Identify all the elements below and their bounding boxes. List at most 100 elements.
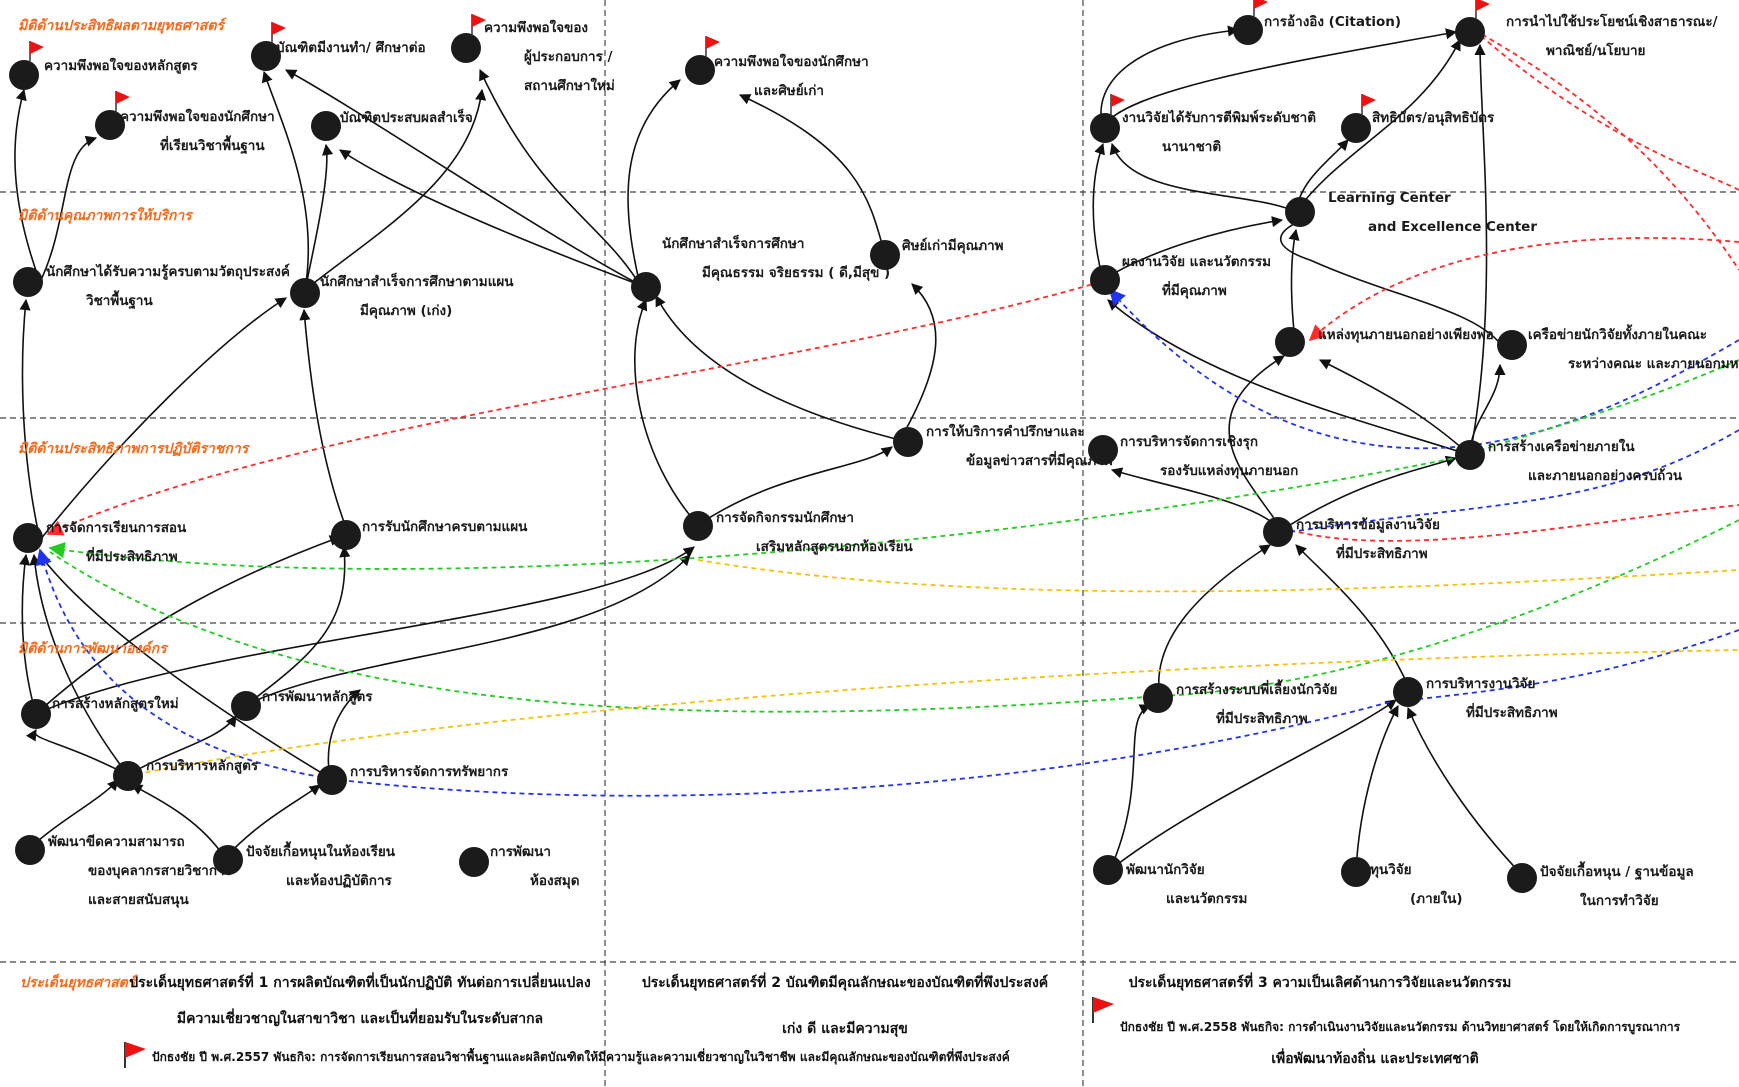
node-label-n7: นักศึกษาได้รับความรู้ครบตามวัตถุประสงค์ว…	[46, 264, 290, 322]
node-n4	[311, 111, 341, 141]
node-label-line: ความพึงพอใจของ	[484, 20, 589, 36]
node-label-line: เสริมหลักสูตรนอกห้องเรียน	[756, 538, 913, 555]
footer-heading: ประเด็นยุทธศาสตร์	[20, 975, 136, 991]
node-n12	[13, 523, 43, 553]
node-label-n25: สิทธิบัตร/อนุสิทธิบัตร	[1372, 110, 1494, 139]
node-n6	[685, 55, 715, 85]
node-label-line: การนำไปใช้ประโยชน์เชิงสาธารณะ/	[1506, 14, 1718, 30]
node-label-line: การให้บริการคำปรึกษาและ	[926, 424, 1085, 440]
node-label-line: การสร้างเครือข่ายภายใน	[1488, 439, 1635, 455]
node-label-line: การบริหารจัดการทรัพยากร	[350, 764, 509, 780]
node-n34	[1393, 677, 1423, 707]
node-label-line: การจัดการเรียนการสอน	[46, 520, 187, 536]
node-label-line: ผู้ประกอบการ /	[524, 48, 613, 65]
node-label-n29: เครือข่ายนักวิจัยทั้งภายในคณะระหว่างคณะ …	[1528, 327, 1739, 385]
node-n14	[683, 511, 713, 541]
node-n7	[13, 267, 43, 297]
node-label-n36: ทุนวิจัย(ภายใน)	[1370, 862, 1463, 920]
node-label-line: การพัฒนา	[490, 844, 551, 860]
flag-icon	[271, 22, 286, 44]
node-label-line: พาณิชย์/นโยบาย	[1546, 42, 1646, 59]
node-label-line: การรับนักศึกษาครบตามแผน	[362, 519, 528, 535]
cross-links	[35, 29, 1739, 797]
strategy-1-subtitle: มีความเชี่ยวชาญในสาขาวิชา และเป็นที่ยอมร…	[176, 1011, 544, 1027]
node-label-line: การสร้างหลักสูตรใหม่	[52, 696, 179, 712]
flag-icon	[1475, 0, 1490, 20]
node-label-n14: การจัดกิจกรรมนักศึกษาเสริมหลักสูตรนอกห้อ…	[716, 510, 913, 568]
node-label-line: ความพึงพอใจของนักศึกษา	[120, 109, 275, 125]
node-label-n2: ความพึงพอใจของนักศึกษาที่เรียนวิชาพื้นฐา…	[120, 109, 275, 167]
node-n25	[1341, 113, 1371, 143]
node-label-n33: การสร้างระบบพี่เลี้ยงนักวิจัยที่มีประสิท…	[1176, 682, 1337, 740]
node-label-line: ที่มีประสิทธิภาพ	[86, 548, 178, 565]
node-n1	[9, 60, 39, 90]
node-label-n4: บัณฑิตประสบผลสำเร็จ	[340, 110, 473, 139]
node-label-line: การจัดกิจกรรมนักศึกษา	[716, 510, 854, 526]
node-label-line: และนวัตกรรม	[1166, 890, 1248, 907]
node-label-n24: งานวิจัยได้รับการตีพิมพ์ระดับชาตินานาชาต…	[1122, 110, 1316, 168]
node-label-line: และภายนอกอย่างครบถ้วน	[1528, 467, 1683, 484]
node-label-line: ของบุคลากรสายวิชาการ	[88, 862, 232, 879]
node-label-line: นักศึกษาสำเร็จการศึกษาตามแผน	[320, 274, 514, 290]
node-label-line: การบริหารจัดการเชิงรุก	[1120, 434, 1259, 450]
strategy-3-subtitle: เพื่อพัฒนาท้องถิ่น และประเทศชาติ	[1271, 1051, 1479, 1067]
node-label-n6: ความพึงพอใจของนักศึกษาและศิษย์เก่า	[714, 54, 869, 112]
node-label-line: ในการทำวิจัย	[1580, 892, 1659, 909]
node-label-line: ความพึงพอใจของนักศึกษา	[714, 54, 869, 70]
node-n35	[1093, 855, 1123, 885]
flag-icon	[115, 91, 130, 113]
node-label-line: วิชาพื้นฐาน	[86, 292, 153, 309]
dimension-label-3: มิติด้านประสิทธิภาพการปฏิบัติราชการ	[18, 441, 249, 457]
dimension-label-2: มิติด้านคุณภาพการให้บริการ	[18, 208, 192, 224]
node-layer	[9, 0, 1537, 893]
node-label-n30: การบริหารจัดการเชิงรุกรองรับแหล่งทุนภายน…	[1120, 434, 1298, 492]
node-label-n19: พัฒนาขีดความสามารถของบุคลากรสายวิชาการแล…	[48, 834, 232, 921]
node-label-n12: การจัดการเรียนการสอนที่มีประสิทธิภาพ	[46, 520, 186, 578]
node-n5	[451, 33, 481, 63]
node-n31	[1455, 440, 1485, 470]
node-label-line: ห้องสมุด	[530, 872, 580, 889]
node-n29	[1497, 330, 1527, 360]
flag-icon	[1253, 0, 1268, 18]
node-label-line: บัณฑิตประสบผลสำเร็จ	[340, 110, 473, 126]
node-label-n17: การบริหารหลักสูตร	[146, 758, 258, 787]
node-label-line: งานวิจัยได้รับการตีพิมพ์ระดับชาติ	[1122, 110, 1316, 126]
node-label-line: ปัจจัยเกื้อหนุน / ฐานข้อมูล	[1540, 864, 1694, 880]
node-n30	[1088, 435, 1118, 465]
node-label-line: สิทธิบัตร/อนุสิทธิบัตร	[1372, 110, 1495, 126]
node-label-n22: การอ้างอิง (Citation)	[1264, 14, 1401, 43]
node-label-line: Learning Center	[1328, 190, 1451, 206]
node-label-n20: ปัจจัยเกื้อหนุนในห้องเรียนและห้องปฏิบัติ…	[246, 844, 395, 902]
node-label-n11: การให้บริการคำปรึกษาและข้อมูลข่าวสารที่ม…	[926, 424, 1113, 482]
node-label-line: การบริหารงานวิจัย	[1426, 676, 1536, 692]
node-label-n10: ศิษย์เก่ามีคุณภาพ	[902, 238, 1004, 267]
node-label-line: (ภายใน)	[1410, 890, 1463, 907]
node-label-line: and Excellence Center	[1368, 218, 1537, 235]
node-n26	[1285, 197, 1315, 227]
strategy-3-title: ประเด็นยุทธศาสตร์ที่ 3 ความเป็นเลิศด้านก…	[1128, 975, 1512, 991]
node-label-line: มีคุณภาพ (เก่ง)	[360, 302, 453, 319]
node-label-n28: แหล่งทุนภายนอกอย่างเพียงพอ	[1318, 327, 1494, 356]
node-label-line: ที่มีประสิทธิภาพ	[1336, 545, 1428, 562]
node-n21	[459, 847, 489, 877]
node-label-line: เครือข่ายนักวิจัยทั้งภายในคณะ	[1528, 327, 1708, 343]
node-label-n26: Learning Center and Excellence Center	[1328, 190, 1537, 248]
node-label-line: พัฒนานักวิจัย	[1126, 862, 1205, 878]
node-n2	[95, 110, 125, 140]
node-label-n16: การพัฒนาหลักสูตร	[262, 689, 373, 718]
node-n32	[1263, 517, 1293, 547]
node-label-n18: การบริหารจัดการทรัพยากร	[350, 764, 508, 793]
node-label-line: พัฒนาขีดความสามารถ	[48, 834, 185, 850]
dimension-label-1: มิติด้านประสิทธิผลตามยุทธศาสตร์	[18, 18, 224, 34]
flag-icon	[122, 1040, 148, 1068]
node-n20	[213, 845, 243, 875]
node-label-line: ความพึงพอใจของหลักสูตร	[44, 58, 198, 74]
node-n13	[331, 520, 361, 550]
node-label-line: นักศึกษาได้รับความรู้ครบตามวัตถุประสงค์	[46, 264, 290, 280]
node-label-line: บัณฑิตมีงานทำ/ ศึกษาต่อ	[276, 40, 426, 56]
node-n3	[251, 41, 281, 71]
node-n33	[1143, 683, 1173, 713]
node-n17	[113, 761, 143, 791]
